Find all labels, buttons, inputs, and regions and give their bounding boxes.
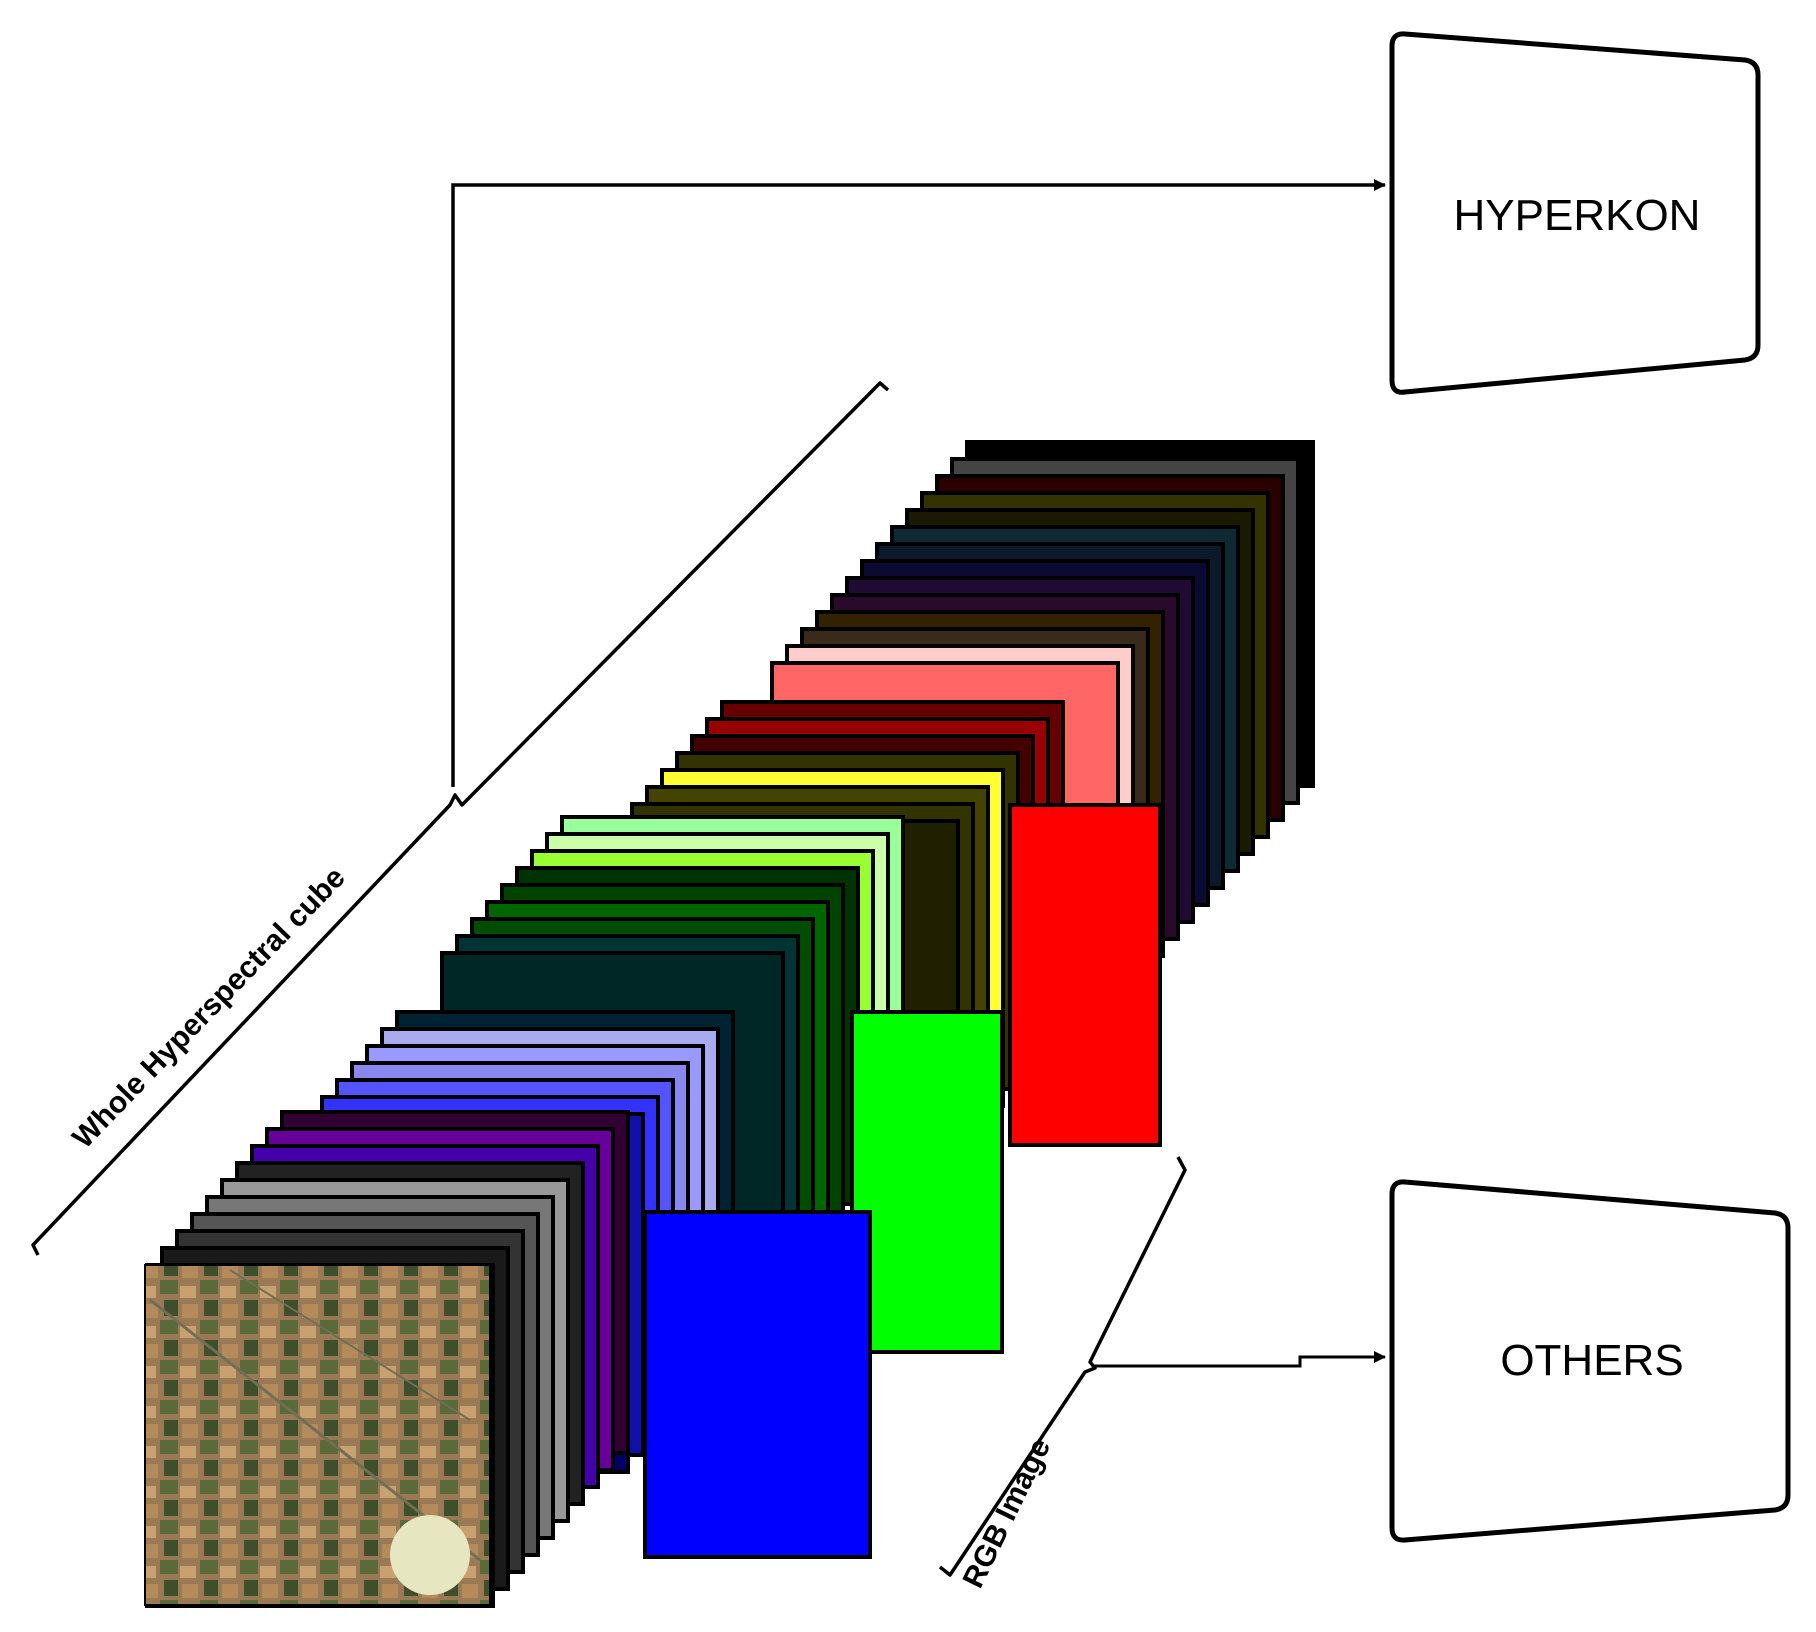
green-band-plane [850,1010,1004,1354]
hyperkon-box [1389,31,1761,395]
rgb-to-others-arrow [1092,1351,1386,1368]
satellite-rgb-image [144,1264,491,1606]
cube-to-hyperkon-arrow [451,179,1386,787]
hyperkon-label: HYPERKON [1454,191,1701,240]
rgb-brace-label: RGB Image [957,1433,1058,1593]
red-band-plane [1008,803,1162,1147]
others-box [1389,1179,1791,1543]
cube-brace [31,381,890,1256]
rgb-brace [938,1156,1187,1577]
others-label: OTHERS [1500,1336,1683,1385]
blue-band-plane [643,1210,872,1559]
